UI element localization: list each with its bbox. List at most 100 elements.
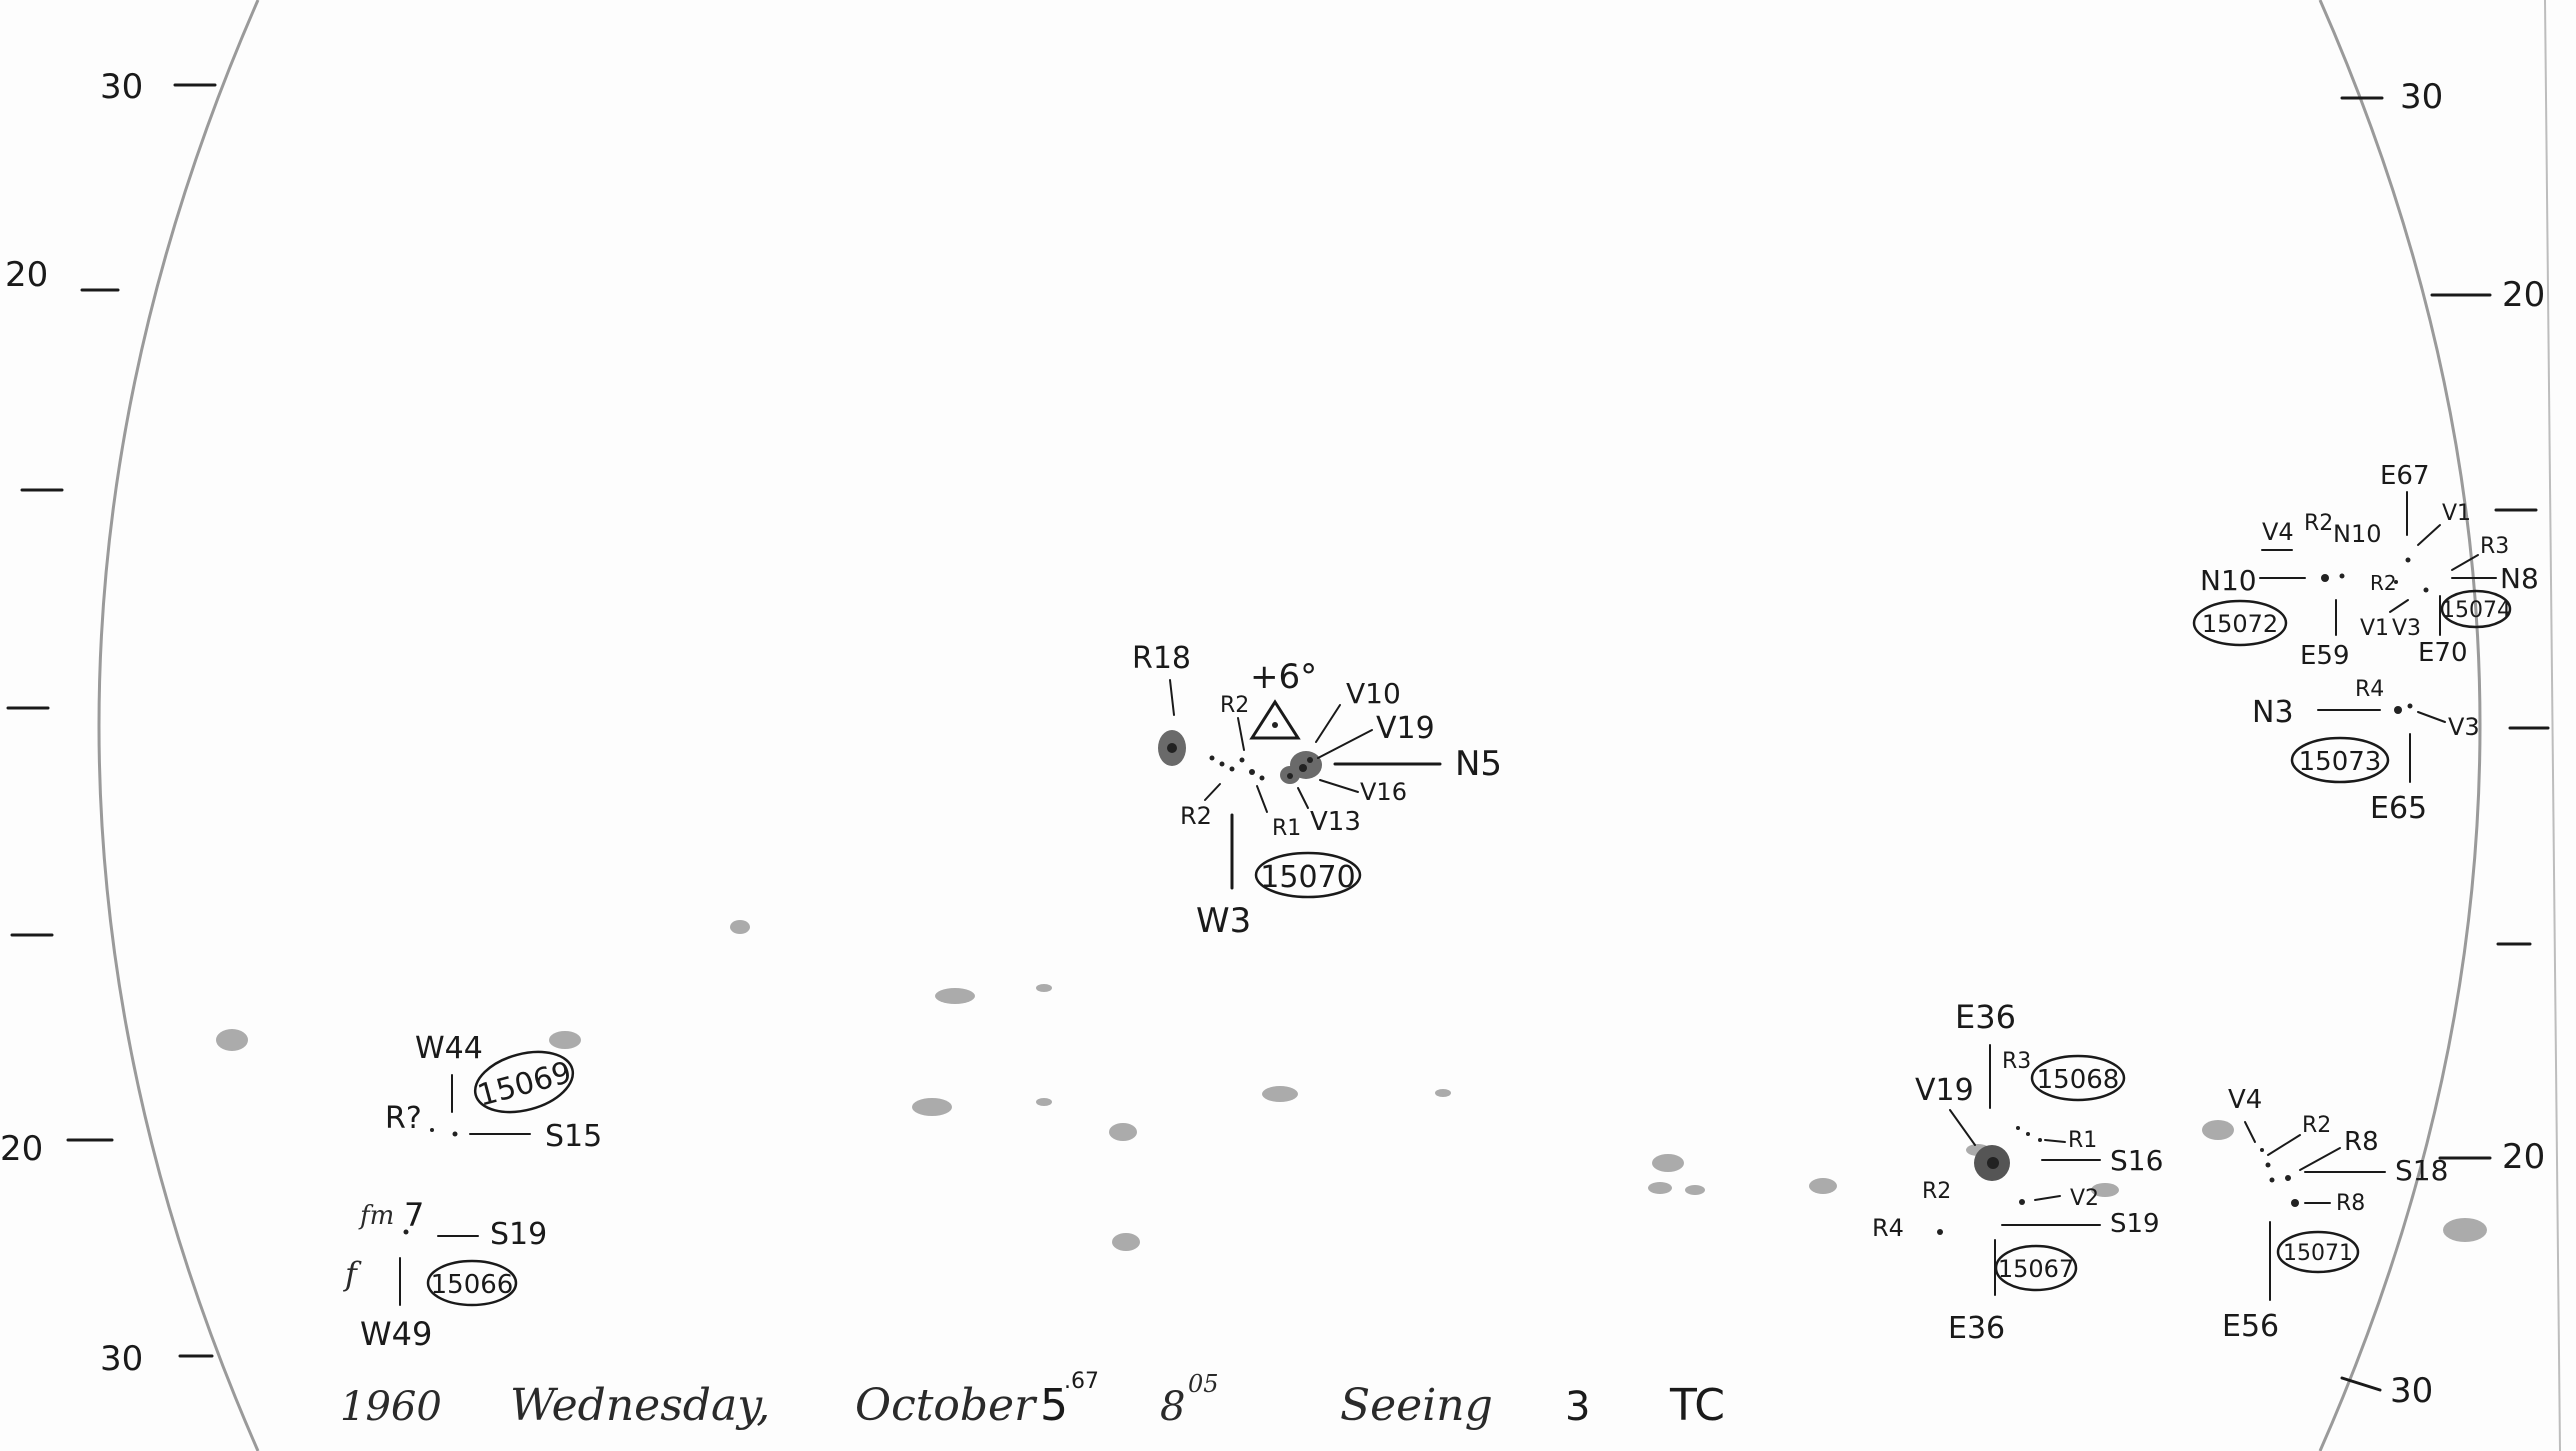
- stain: [2443, 1218, 2487, 1242]
- label-w3: W3: [1196, 901, 1251, 941]
- solar-limb-left: [97, 0, 260, 1451]
- stain: [2091, 1183, 2119, 1197]
- right-tick-30-bottom: [2340, 1376, 2382, 1392]
- label-n3: N3: [2252, 695, 2294, 730]
- footer-seeing-value: 3: [1565, 1384, 1590, 1430]
- sunspot-dot: [2407, 703, 2413, 709]
- right-label-20-bottom: 20: [2502, 1137, 2545, 1177]
- footer-day: 5: [1040, 1380, 1068, 1431]
- label-n10-top: N10: [2333, 520, 2382, 548]
- leader-v3: [2417, 711, 2446, 723]
- label-e36-bottom: E36: [1948, 1311, 2005, 1346]
- sunspot-dot: [2038, 1138, 2042, 1142]
- label-v1-top: V1: [2442, 501, 2471, 526]
- label-r2: R2: [2302, 1113, 2331, 1138]
- label-r2: R2: [2370, 571, 2397, 595]
- stain: [549, 1031, 581, 1049]
- footer-time: 8: [1160, 1384, 1185, 1430]
- sunspot-dot: [2269, 1177, 2275, 1183]
- region-15070[interactable]: R18 +6° R2 R2 R1 V10 V19 N5 V16 V13: [1132, 641, 1502, 941]
- label-e56: E56: [2222, 1309, 2279, 1344]
- label-e65: E65: [2370, 791, 2427, 826]
- sunspot-dot: [2016, 1126, 2020, 1130]
- label-s19: S19: [2110, 1209, 2160, 1239]
- region-number: 15069: [474, 1055, 575, 1114]
- region-number: 15074: [2441, 598, 2511, 623]
- label-r1: R1: [1272, 816, 1301, 841]
- left-label-30-bottom: 30: [100, 1339, 143, 1379]
- label-w49: W49: [360, 1315, 432, 1353]
- region-number-circle: [1254, 851, 1362, 899]
- stain: [912, 1098, 952, 1116]
- label-r8-top: R8: [2344, 1127, 2379, 1157]
- stain: [1109, 1123, 1137, 1141]
- leader-v4: [2244, 1121, 2256, 1143]
- leader-v13: [1297, 787, 1309, 809]
- label-fm: fm: [358, 1201, 394, 1231]
- sunspot-dot: [2394, 706, 2402, 714]
- sunspot-umbra: [1167, 743, 1177, 753]
- region-15069[interactable]: W44 15069 R? S15: [385, 1031, 602, 1154]
- footer-seeing-label: Seeing: [1340, 1380, 1493, 1431]
- leader-r2-top: [1237, 717, 1245, 751]
- footer-year: 1960: [340, 1384, 442, 1430]
- leader-r2: [2267, 1134, 2301, 1156]
- region-number-circle: [1994, 1244, 2078, 1292]
- region-15074[interactable]: E67 V1 R3 N8 R2 V1 V3 15074 E70: [2360, 461, 2539, 668]
- heliographic-sign: +6°: [1250, 657, 1317, 697]
- left-latitude-scale: 30 20 20 30: [0, 67, 217, 1379]
- label-v19: V19: [1915, 1073, 1974, 1108]
- sun-center-dot: [1272, 722, 1278, 728]
- stain: [1685, 1185, 1705, 1195]
- footer-weekday: Wednesday,: [510, 1380, 770, 1431]
- leader-v1: [2417, 524, 2441, 546]
- region-number-circle: [2276, 1230, 2360, 1274]
- label-r2: R2: [1922, 1179, 1951, 1204]
- region-15072[interactable]: V4 R2 N10 N10 15072 E59: [2192, 511, 2382, 671]
- region-15067[interactable]: R2 R4 V2 S19 15067 E36: [1872, 1179, 2160, 1346]
- sunspot-dot: [1209, 755, 1215, 761]
- left-label-20-top: 20: [5, 255, 48, 295]
- leader-v19: [1317, 729, 1373, 759]
- leader-v2: [2034, 1195, 2061, 1201]
- right-latitude-scale: 30 20 20 30: [2340, 77, 2550, 1411]
- region-15071[interactable]: V4 R2 R8 S18 R8 15071 E56: [2222, 1085, 2448, 1344]
- sunspot-dot: [2285, 1175, 2291, 1181]
- sunspot-umbra: [1307, 757, 1313, 763]
- label-r2-top: R2: [1220, 693, 1249, 718]
- region-15073[interactable]: N3 R4 V3 15073 E65: [2252, 677, 2480, 826]
- region-number-circle: [2030, 1054, 2126, 1102]
- leader-r18: [1169, 679, 1175, 716]
- label-r2-bottom: R2: [1180, 802, 1212, 830]
- sunspot-dot: [2339, 573, 2345, 579]
- label-r4: R4: [1872, 1214, 1904, 1242]
- region-15068[interactable]: E36 R3 15068 V19 R1 S16: [1915, 998, 2163, 1181]
- label-r8-bottom: R8: [2336, 1191, 2365, 1216]
- stain: [1435, 1089, 1451, 1097]
- footer-day-fraction: .67: [1064, 1369, 1099, 1394]
- footer-observer: TC: [1669, 1380, 1725, 1431]
- region-15066[interactable]: fm 7 S19 f 15066 W49: [343, 1196, 547, 1353]
- label-e59: E59: [2300, 641, 2350, 671]
- label-v1-bottom: V1: [2360, 616, 2389, 641]
- label-v3: V3: [2448, 713, 2480, 741]
- label-r1: R1: [2068, 1128, 2097, 1153]
- left-label-20-bottom: 20: [0, 1129, 43, 1169]
- right-label-30-top: 30: [2400, 77, 2443, 117]
- footer-month: October: [855, 1380, 1038, 1431]
- stain: [1262, 1086, 1298, 1102]
- sunspot-dot: [1259, 775, 1265, 781]
- stain: [1036, 1098, 1052, 1106]
- sunspot-dot: [2405, 557, 2411, 563]
- leader-v1-bottom: [2389, 599, 2409, 613]
- stain: [935, 988, 975, 1004]
- label-r3: R3: [2002, 1049, 2031, 1074]
- leader-r2-bottom: [1204, 783, 1221, 801]
- stain: [1648, 1182, 1672, 1194]
- region-number: 15067: [1998, 1255, 2074, 1283]
- observation-footer: 1960 Wednesday, October 5 .67 8 05 Seein…: [340, 1369, 1725, 1431]
- stain: [1652, 1154, 1684, 1172]
- stain: [1036, 984, 1052, 992]
